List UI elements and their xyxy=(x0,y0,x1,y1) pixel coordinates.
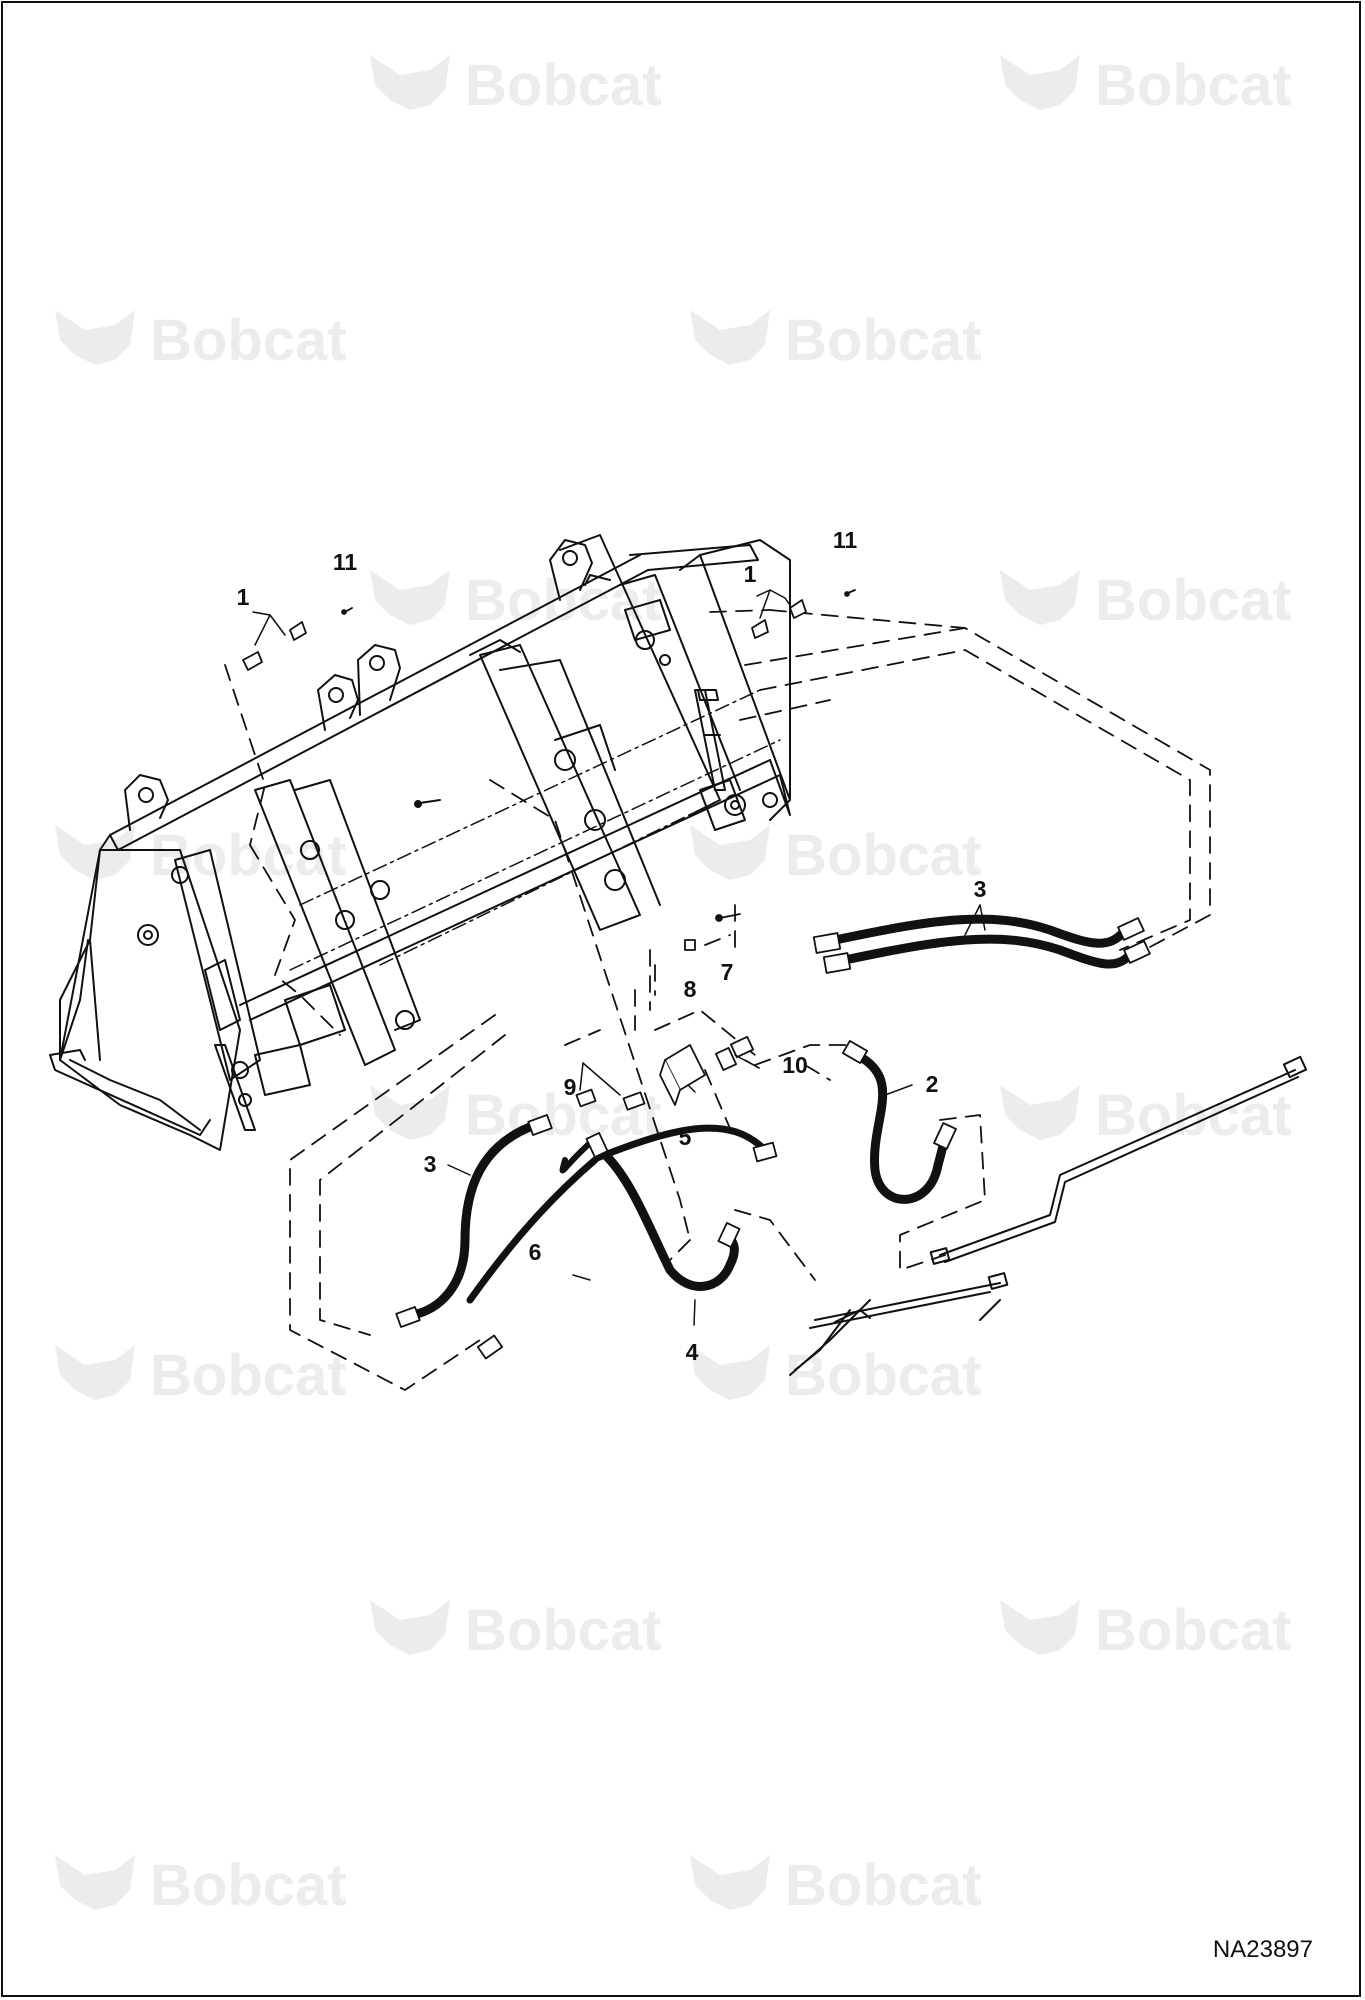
bobcat-logo-icon xyxy=(690,310,770,365)
callout-label: 3 xyxy=(424,1151,437,1177)
bobcat-watermark: Bobcat® xyxy=(55,823,347,888)
watermark-registered-mark: ® xyxy=(1280,1122,1291,1138)
bobcat-watermark: Bobcat® xyxy=(370,1598,662,1663)
watermark-registered-mark: ® xyxy=(335,1892,346,1908)
watermark-registered-mark: ® xyxy=(335,862,346,878)
bobcat-watermark: Bobcat® xyxy=(690,308,982,373)
watermark-registered-mark: ® xyxy=(650,1637,661,1653)
bobcat-logo-icon xyxy=(370,570,450,625)
callout-label: 8 xyxy=(684,976,697,1002)
watermark-text: Bobcat xyxy=(150,1343,347,1408)
bobcat-watermark: Bobcat® xyxy=(370,1083,662,1148)
bobcat-logo-icon xyxy=(370,55,450,110)
watermark-registered-mark: ® xyxy=(335,1382,346,1398)
watermark-text: Bobcat xyxy=(465,1598,662,1663)
bobcat-logo-icon xyxy=(690,1345,770,1400)
watermark-text: Bobcat xyxy=(785,1853,982,1918)
callout-leaders xyxy=(252,589,986,1326)
bobcat-logo-icon xyxy=(370,1600,450,1655)
bobcat-logo-icon xyxy=(690,825,770,880)
watermark-text: Bobcat xyxy=(150,1853,347,1918)
bobcat-logo-icon xyxy=(370,1085,450,1140)
callout-label: 4 xyxy=(686,1339,699,1365)
watermark-registered-mark: ® xyxy=(1280,607,1291,623)
watermark-registered-mark: ® xyxy=(970,1382,981,1398)
bobcat-logo-icon xyxy=(1000,1085,1080,1140)
callout-label: 2 xyxy=(926,1071,939,1097)
watermark-text: Bobcat xyxy=(785,308,982,373)
watermark-registered-mark: ® xyxy=(1280,92,1291,108)
watermark-text: Bobcat xyxy=(1095,1598,1292,1663)
bobcat-watermark: Bobcat® xyxy=(1000,1598,1292,1663)
bobcat-logo-icon xyxy=(55,310,135,365)
bobcat-logo-icon xyxy=(55,825,135,880)
watermark-registered-mark: ® xyxy=(650,1122,661,1138)
watermark-text: Bobcat xyxy=(465,53,662,118)
watermark-text: Bobcat xyxy=(1095,568,1292,633)
callout-label: 9 xyxy=(564,1074,577,1100)
watermark-text: Bobcat xyxy=(150,308,347,373)
watermark-text: Bobcat xyxy=(465,1083,662,1148)
watermark-registered-mark: ® xyxy=(970,347,981,363)
bobcat-logo-icon xyxy=(1000,55,1080,110)
callout-label: 1 xyxy=(237,584,250,610)
watermark-registered-mark: ® xyxy=(650,92,661,108)
watermark-text: Bobcat xyxy=(785,1343,982,1408)
bobcat-logo-icon xyxy=(690,1855,770,1910)
bobcat-watermark: Bobcat® xyxy=(370,53,662,118)
bobcat-watermark: Bobcat® xyxy=(690,1343,982,1408)
bobcat-watermark: Bobcat® xyxy=(690,1853,982,1918)
routing-leaders xyxy=(224,609,1211,1391)
hydraulic-hoses xyxy=(407,914,1135,1320)
drawing-number: NA23897 xyxy=(1212,1936,1313,1963)
callout-label: 6 xyxy=(529,1239,542,1265)
bobcat-watermark: Bobcat® xyxy=(1000,53,1292,118)
callout-label: 11 xyxy=(333,549,358,575)
bobcat-watermark: Bobcat® xyxy=(1000,568,1292,633)
callout-label: 5 xyxy=(679,1124,692,1150)
watermark-registered-mark: ® xyxy=(650,607,661,623)
bobcat-watermark: Bobcat® xyxy=(55,1853,347,1918)
watermark-text: Bobcat xyxy=(1095,53,1292,118)
bucket-assembly xyxy=(49,534,791,1151)
bobcat-watermark: Bobcat® xyxy=(55,308,347,373)
callout-label: 11 xyxy=(833,527,858,553)
bobcat-watermark: Bobcat® xyxy=(55,1343,347,1408)
callout-label: 7 xyxy=(721,959,734,985)
watermark-registered-mark: ® xyxy=(970,862,981,878)
bobcat-logo-icon xyxy=(1000,1600,1080,1655)
bobcat-logo-icon xyxy=(55,1855,135,1910)
watermark-registered-mark: ® xyxy=(1280,1637,1291,1653)
callout-label: 3 xyxy=(974,876,987,902)
bobcat-watermark: Bobcat® xyxy=(690,823,982,888)
watermark-text: Bobcat xyxy=(785,823,982,888)
bobcat-logo-icon xyxy=(55,1345,135,1400)
watermark-registered-mark: ® xyxy=(970,1892,981,1908)
bobcat-logo-icon xyxy=(1000,570,1080,625)
steel-tube xyxy=(789,1055,1308,1376)
hose-fittings xyxy=(242,589,1151,1360)
callout-label: 1 xyxy=(744,561,757,587)
callout-label: 10 xyxy=(782,1052,808,1078)
watermark-registered-mark: ® xyxy=(335,347,346,363)
